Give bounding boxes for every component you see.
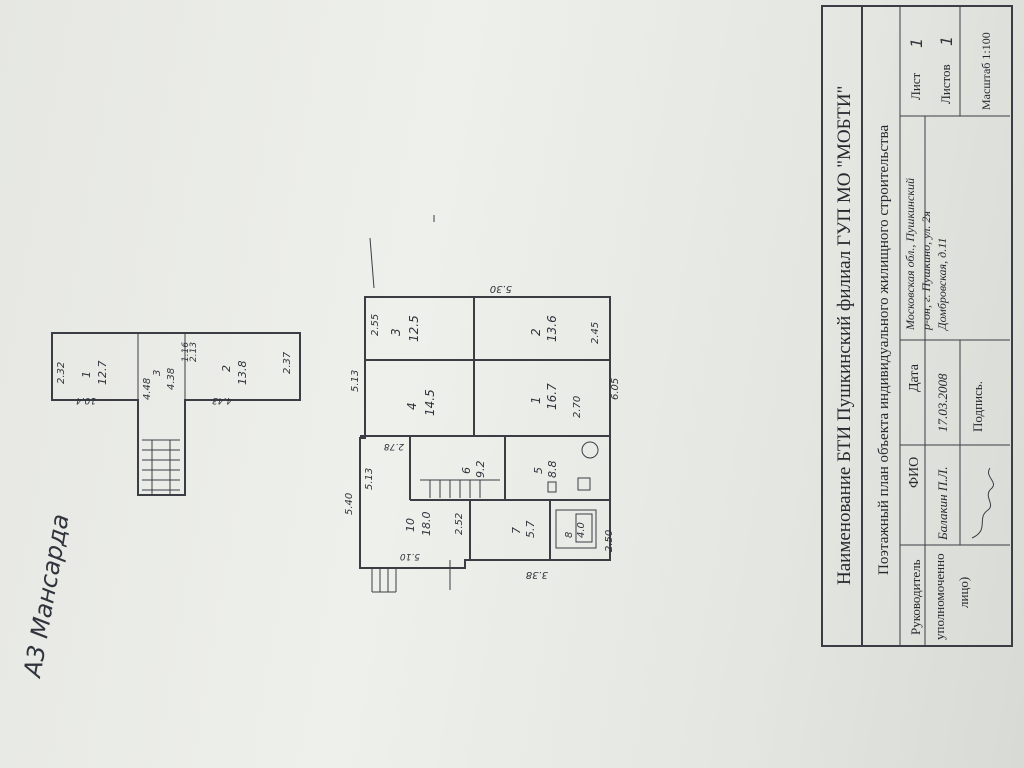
ground-room-1-area: 16.7 <box>545 383 559 410</box>
attic-room-3-area: 4.38 <box>166 368 177 390</box>
address-line-3: Домбровская, д.11 <box>935 238 949 331</box>
stamp-frame <box>821 5 1013 647</box>
signature-scribble <box>971 467 994 539</box>
attic-room-2-num: 2 <box>220 365 233 372</box>
sheets-value: 1 <box>937 36 956 46</box>
ground-room-7-area: 5.7 <box>524 521 537 539</box>
attic-dim-6: 10.4 <box>76 395 96 405</box>
ground-room-4-area: 14.5 <box>423 389 437 416</box>
ground-room-8-num: 8 <box>564 532 575 538</box>
ground-room-8-area: 4.0 <box>576 522 587 538</box>
attic-room-1-area: 12.7 <box>96 361 109 386</box>
ground-dim-5: 2.70 <box>572 396 583 418</box>
ground-room-5-num: 5 <box>532 467 545 474</box>
attic-note: А3 Мансарда <box>18 512 75 681</box>
col-head-fio: ФИО <box>907 457 922 488</box>
attic-room-1-num: 1 <box>80 371 93 378</box>
ground-dim-11: 2.78 <box>384 441 404 451</box>
ground-room-10-num: 10 <box>404 518 417 532</box>
ground-room-3-area: 12.5 <box>407 315 421 342</box>
attic-dim-1: 2.32 <box>56 362 67 384</box>
ground-dim-1: 5.30 <box>490 283 512 294</box>
ground-room-6-num: 6 <box>460 467 473 474</box>
date-value: 17.03.2008 <box>935 373 950 432</box>
plan-title: Поэтажный план объекта индивидуального ж… <box>876 125 892 575</box>
role-line-2: уполномоченно <box>932 553 947 640</box>
sheet-label: Лист <box>908 72 923 100</box>
address-line-1: Московская обл., Пушкинский <box>903 178 917 331</box>
attic-dim-5: 1.16 <box>181 342 191 362</box>
ground-dim-10: 3.38 <box>526 569 548 580</box>
ground-dim-13: 5.13 <box>350 370 361 392</box>
attic-dim-3: 4.48 <box>142 378 153 400</box>
ground-room-1-num: 1 <box>529 396 543 404</box>
ground-room-10-area: 18.0 <box>420 512 433 537</box>
ground-room-2-num: 2 <box>529 328 543 336</box>
ground-room-4-num: 4 <box>405 402 419 410</box>
ground-room-6-area: 9.2 <box>474 461 487 479</box>
role-line-1: Руководитель <box>908 559 923 635</box>
ground-room-3-num: 3 <box>389 328 403 336</box>
ground-room-2-area: 13.6 <box>545 315 559 342</box>
attic-dim-2: 2.37 <box>282 351 293 374</box>
ground-dim-4: 6.05 <box>610 378 621 400</box>
signature-label: Подпись. <box>970 381 985 432</box>
ground-room-5-area: 8.8 <box>546 461 559 479</box>
ground-dim-12: 5.10 <box>400 551 420 561</box>
attic-dim-4: 2.13 <box>189 342 199 362</box>
role-line-3: лицо) <box>956 577 971 608</box>
sheet-value: 1 <box>907 38 926 48</box>
ground-dim-3: 2.45 <box>590 322 601 344</box>
attic-dim-7: 4.43 <box>212 395 232 405</box>
ground-dim-2: 2.55 <box>370 314 381 336</box>
col-head-date: Дата <box>907 363 922 392</box>
scale-label: Масштаб 1:100 <box>979 32 993 110</box>
sheets-label: Листов <box>938 64 953 104</box>
ground-plan <box>359 296 611 593</box>
org-name: Наименование БТИ Пушкинский филиал ГУП М… <box>834 86 855 585</box>
ground-dim-6: 5.40 <box>344 493 355 515</box>
ground-dim-7: 2.52 <box>454 513 465 535</box>
ground-room-7-num: 7 <box>510 527 523 534</box>
attic-room-3-num: 3 <box>152 370 163 376</box>
attic-plan <box>51 332 301 496</box>
ground-dim-8: 5.13 <box>364 468 375 490</box>
attic-room-2-area: 13.8 <box>236 361 249 386</box>
address-line-2: р-он, г. Пушкино, ул. 2я <box>919 211 933 331</box>
fio-value: Балакин П.Л. <box>935 467 950 541</box>
ground-dim-9: 2.50 <box>604 530 615 552</box>
